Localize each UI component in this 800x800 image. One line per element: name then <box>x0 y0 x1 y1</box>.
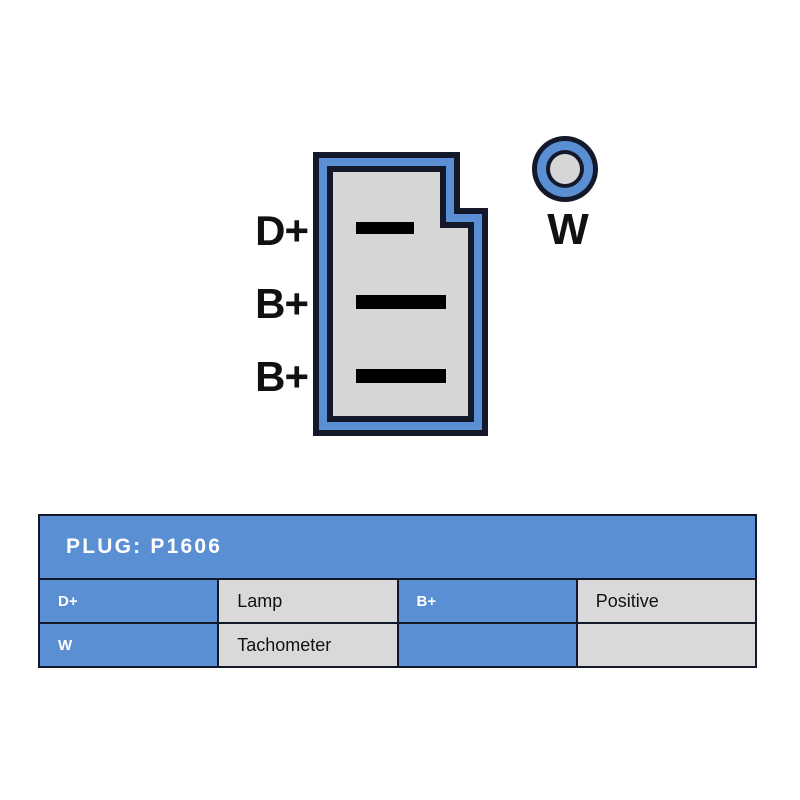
legend-value-empty <box>575 622 758 668</box>
legend-row: W Tachometer <box>37 622 758 668</box>
connector-diagram: D+ B+ B+ W <box>255 136 598 436</box>
legend-title-row: PLUG: P1606 <box>38 514 757 580</box>
w-terminal-label: W <box>547 205 589 254</box>
legend-row: D+ Lamp B+ Positive <box>37 578 758 624</box>
legend-value-lamp: Lamp <box>217 578 399 624</box>
legend-key-b-plus: B+ <box>396 578 578 624</box>
blade-slot-b-plus-1 <box>356 295 446 309</box>
plug-legend-table: PLUG: P1606 D+ Lamp B+ Positive W Tachom… <box>37 514 758 668</box>
blade-slot-d-plus <box>356 222 414 234</box>
legend-key-w: W <box>37 622 220 668</box>
w-terminal-center <box>550 154 580 184</box>
connector-housing-icon <box>313 152 488 436</box>
w-terminal-icon <box>532 136 598 202</box>
pin-label-b-plus-2: B+ <box>255 353 309 400</box>
legend-key-empty <box>396 622 578 668</box>
legend-value-tachometer: Tachometer <box>217 622 399 668</box>
blade-slot-b-plus-2 <box>356 369 446 383</box>
pin-label-b-plus-1: B+ <box>255 280 309 327</box>
legend-title: PLUG: P1606 <box>38 514 757 580</box>
legend-value-positive: Positive <box>575 578 758 624</box>
pin-label-d-plus: D+ <box>255 207 309 254</box>
legend-key-d-plus: D+ <box>37 578 220 624</box>
